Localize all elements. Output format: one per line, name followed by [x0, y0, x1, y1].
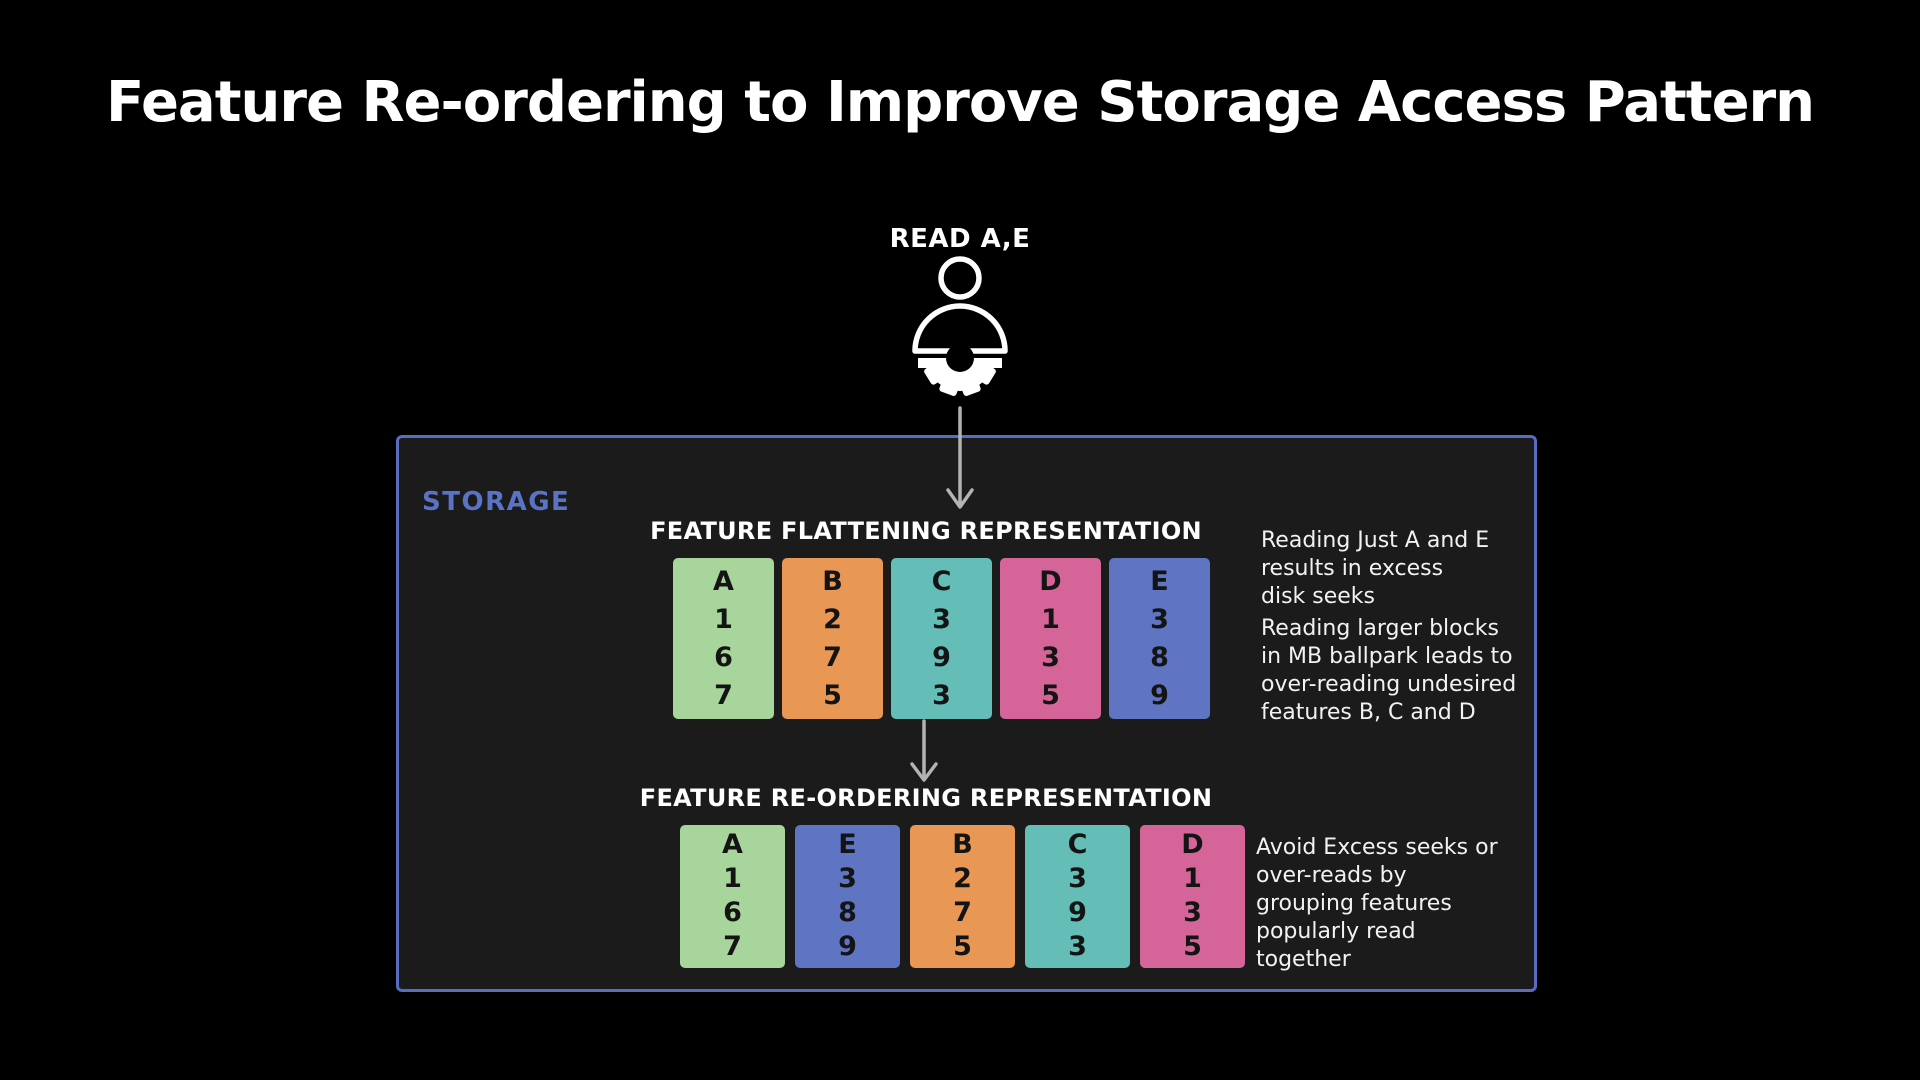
feature-value: 7	[723, 931, 742, 962]
feature-value: 3	[932, 604, 951, 635]
note-line: together	[1256, 947, 1351, 972]
flattening-heading: FEATURE FLATTENING REPRESENTATION	[650, 517, 1202, 545]
note-over-reading: Reading larger blocks in MB ballpark lea…	[1261, 615, 1551, 727]
feature-value: 1	[714, 604, 733, 635]
feature-column-a: A 1 6 7	[673, 558, 774, 719]
note-grouping: Avoid Excess seeks or over-reads by grou…	[1256, 834, 1546, 974]
feature-value: 1	[1183, 863, 1202, 894]
feature-value: 3	[932, 680, 951, 711]
feature-column-b: B 2 7 5	[782, 558, 883, 719]
feature-label: E	[1150, 566, 1169, 597]
feature-value: 1	[1041, 604, 1060, 635]
feature-label: B	[822, 566, 843, 597]
feature-value: 3	[838, 863, 857, 894]
feature-value: 7	[953, 897, 972, 928]
note-disk-seeks: Reading Just A and E results in excess d…	[1261, 527, 1551, 611]
feature-value: 8	[838, 897, 857, 928]
feature-column-d: D 1 3 5	[1140, 825, 1245, 968]
feature-value: 9	[932, 642, 951, 673]
feature-value: 7	[714, 680, 733, 711]
note-line: Reading larger blocks	[1261, 616, 1499, 641]
note-line: over-reads by	[1256, 863, 1407, 888]
feature-value: 9	[838, 931, 857, 962]
user-body-icon	[912, 303, 1008, 354]
page-title: Feature Re-ordering to Improve Storage A…	[105, 70, 1815, 135]
feature-value: 5	[953, 931, 972, 962]
feature-value: 8	[1150, 642, 1169, 673]
note-line: results in excess	[1261, 556, 1444, 581]
feature-label: D	[1039, 566, 1062, 597]
feature-label: C	[931, 566, 952, 597]
gear-icon	[918, 344, 1002, 396]
feature-value: 2	[953, 863, 972, 894]
note-line: grouping features	[1256, 891, 1452, 916]
feature-value: 2	[823, 604, 842, 635]
feature-value: 3	[1183, 897, 1202, 928]
user-head-icon	[938, 256, 982, 300]
feature-label: A	[722, 829, 743, 860]
down-arrow-user-to-storage-icon	[946, 406, 974, 509]
note-line: popularly read	[1256, 919, 1416, 944]
feature-value: 6	[723, 897, 742, 928]
note-line: disk seeks	[1261, 584, 1376, 609]
feature-value: 5	[1183, 931, 1202, 962]
feature-column-c: C 3 9 3	[1025, 825, 1130, 968]
feature-value: 7	[823, 642, 842, 673]
feature-label: A	[713, 566, 734, 597]
feature-column-b: B 2 7 5	[910, 825, 1015, 968]
feature-value: 3	[1150, 604, 1169, 635]
feature-value: 3	[1041, 642, 1060, 673]
note-line: features B, C and D	[1261, 700, 1476, 725]
down-arrow-flattening-to-reordering-icon	[910, 719, 938, 782]
note-line: Avoid Excess seeks or	[1256, 835, 1498, 860]
flattening-row: A 1 6 7 B 2 7 5 C 3 9 3 D 1 3 5 E 3 8 9	[673, 558, 1210, 719]
note-line: in MB ballpark leads to	[1261, 644, 1513, 669]
feature-column-d: D 1 3 5	[1000, 558, 1101, 719]
feature-value: 5	[823, 680, 842, 711]
feature-label: E	[838, 829, 857, 860]
feature-column-c: C 3 9 3	[891, 558, 992, 719]
reordering-row: A 1 6 7 E 3 8 9 B 2 7 5 C 3 9 3 D 1 3 5	[680, 825, 1245, 968]
read-request-label: READ A,E	[889, 224, 1031, 254]
feature-value: 1	[723, 863, 742, 894]
feature-value: 6	[714, 642, 733, 673]
feature-label: B	[952, 829, 973, 860]
reordering-heading: FEATURE RE-ORDERING REPRESENTATION	[639, 784, 1213, 812]
feature-value: 5	[1041, 680, 1060, 711]
feature-value: 9	[1150, 680, 1169, 711]
user-gear-icon	[912, 256, 1008, 396]
feature-column-e: E 3 8 9	[795, 825, 900, 968]
note-line: Reading Just A and E	[1261, 528, 1490, 553]
feature-column-a: A 1 6 7	[680, 825, 785, 968]
feature-label: C	[1067, 829, 1088, 860]
feature-label: D	[1181, 829, 1204, 860]
feature-column-e: E 3 8 9	[1109, 558, 1210, 719]
feature-value: 3	[1068, 931, 1087, 962]
feature-value: 9	[1068, 897, 1087, 928]
storage-label: STORAGE	[422, 487, 571, 517]
feature-value: 3	[1068, 863, 1087, 894]
note-line: over-reading undesired	[1261, 672, 1517, 697]
